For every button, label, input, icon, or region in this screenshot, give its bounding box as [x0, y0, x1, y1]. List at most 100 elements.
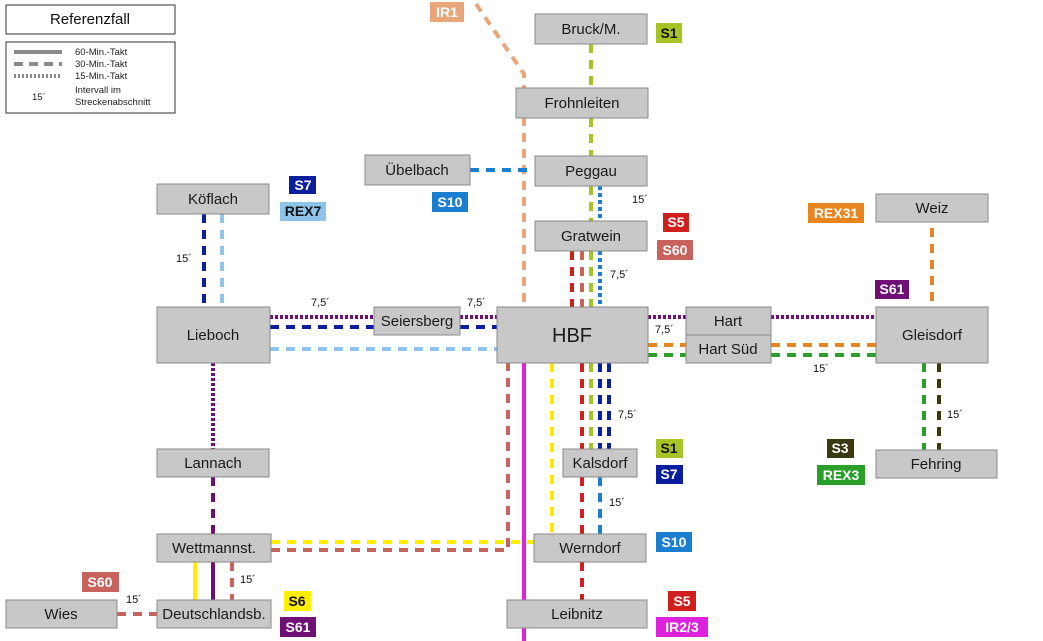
badge-s60-wies: S60: [82, 572, 119, 592]
svg-text:S7: S7: [660, 466, 677, 482]
svg-text:REX7: REX7: [285, 203, 322, 219]
title-box: Referenzfall: [5, 4, 176, 35]
svg-text:S61: S61: [286, 619, 311, 635]
interval-hart-gleisdorf: 15´: [813, 363, 829, 375]
interval-wettmannst-deutschlandsb: 15´: [240, 574, 256, 586]
badge-s61-gleisdorf: S61: [875, 280, 909, 299]
station-wettmannst: Wettmannst.: [156, 533, 272, 563]
svg-text:IR1: IR1: [436, 4, 458, 20]
badge-s60-gratwein: S60: [657, 240, 693, 260]
interval-peggau-gratwein: 15´: [632, 194, 648, 206]
svg-text:S7: S7: [294, 177, 311, 193]
svg-text:Gleisdorf: Gleisdorf: [902, 327, 963, 344]
badge-s3: S3: [827, 439, 854, 458]
svg-text:S5: S5: [667, 214, 684, 230]
badge-s7-koeflach: S7: [289, 176, 316, 194]
svg-text:REX3: REX3: [823, 467, 860, 483]
legend-15-min-label: 15-Min.-Takt: [75, 71, 128, 82]
svg-text:Leibnitz: Leibnitz: [551, 606, 603, 623]
station-deutschlandsb: Deutschlandsb.: [156, 599, 272, 629]
legend-interval-label-2: Streckenabschnitt: [75, 97, 151, 108]
interval-hbf-kalsdorf: 7,5´: [618, 409, 637, 421]
svg-text:Weiz: Weiz: [915, 200, 948, 217]
station-lieboch: Lieboch: [156, 306, 271, 364]
svg-text:Peggau: Peggau: [565, 163, 617, 180]
interval-wies-deutschlandsb: 15´: [126, 594, 142, 606]
interval-gleisdorf-fehring: 15´: [947, 409, 963, 421]
svg-text:Gratwein: Gratwein: [561, 228, 621, 245]
legend-30-min-label: 30-Min.-Takt: [75, 59, 128, 70]
legend: 60-Min.-Takt 30-Min.-Takt 15-Min.-Takt 1…: [5, 41, 176, 114]
svg-text:Werndorf: Werndorf: [559, 540, 621, 557]
svg-text:S1: S1: [660, 25, 677, 41]
diagram-title: Referenzfall: [50, 11, 130, 28]
svg-text:S60: S60: [88, 574, 113, 590]
station-weiz: Weiz: [875, 193, 989, 223]
interval-kalsdorf-werndorf: 15´: [609, 497, 625, 509]
svg-text:S10: S10: [662, 534, 687, 550]
svg-text:S6: S6: [288, 593, 305, 609]
svg-text:Fehring: Fehring: [911, 456, 962, 473]
badge-s61-deutschlandsb: S61: [280, 617, 316, 637]
svg-text:Lannach: Lannach: [184, 455, 242, 472]
station-leibnitz: Leibnitz: [506, 599, 648, 629]
line-s60-wettmannst-track: [271, 363, 510, 552]
svg-text:S1: S1: [660, 440, 677, 456]
station-frohnleiten: Frohnleiten: [515, 87, 649, 119]
badge-s1-kalsdorf: S1: [656, 439, 683, 458]
station-bruck: Bruck/M.: [534, 13, 648, 45]
station-gratwein: Gratwein: [534, 220, 648, 252]
station-lannach: Lannach: [156, 448, 270, 478]
station-uebelbach: Übelbach: [364, 154, 471, 186]
svg-text:Hart Süd: Hart Süd: [698, 341, 757, 358]
station-koeflach: Köflach: [156, 183, 270, 215]
station-seiersberg: Seiersberg: [373, 306, 461, 336]
legend-interval-sample: 15´: [32, 92, 46, 103]
svg-text:Übelbach: Übelbach: [385, 161, 448, 179]
svg-text:Hart: Hart: [714, 313, 743, 330]
svg-text:Wettmannst.: Wettmannst.: [172, 540, 256, 557]
badge-s6: S6: [284, 591, 311, 611]
svg-text:Frohnleiten: Frohnleiten: [544, 95, 619, 112]
svg-text:Wies: Wies: [44, 606, 77, 623]
station-peggau: Peggau: [534, 155, 648, 187]
badge-s5-leibnitz: S5: [668, 591, 696, 611]
badge-s1-north: S1: [656, 23, 682, 43]
badge-s7-kalsdorf: S7: [656, 465, 683, 484]
svg-text:REX31: REX31: [814, 205, 859, 221]
svg-text:Deutschlandsb.: Deutschlandsb.: [162, 606, 265, 623]
interval-seiersberg-hbf: 7,5´: [467, 297, 486, 309]
station-fehring: Fehring: [875, 449, 998, 479]
svg-text:Köflach: Köflach: [188, 191, 238, 208]
svg-text:Lieboch: Lieboch: [187, 327, 240, 344]
badge-rex7: REX7: [280, 202, 326, 221]
svg-text:HBF: HBF: [552, 325, 592, 347]
legend-60-min-label: 60-Min.-Takt: [75, 47, 128, 58]
svg-text:Bruck/M.: Bruck/M.: [561, 21, 620, 38]
legend-interval-label-1: Intervall im: [75, 85, 121, 96]
station-kalsdorf: Kalsdorf: [562, 448, 638, 478]
line-ir1-track: [474, 2, 526, 307]
badge-rex31: REX31: [808, 203, 864, 223]
track-lines: [117, 2, 941, 641]
svg-text:S60: S60: [663, 242, 688, 258]
badge-ir1: IR1: [430, 2, 464, 22]
interval-hbf-hart: 7,5´: [655, 324, 674, 336]
svg-text:S61: S61: [880, 281, 905, 297]
station-hart: Hart: [685, 306, 772, 336]
badge-ir23: IR2/3: [656, 617, 708, 637]
interval-gratwein-hbf: 7,5´: [610, 269, 629, 281]
svg-text:Seiersberg: Seiersberg: [381, 313, 454, 330]
interval-koeflach-lieboch: 15´: [176, 253, 192, 265]
badge-s10-uebelbach: S10: [432, 192, 468, 212]
station-hbf: HBF: [496, 306, 649, 364]
svg-text:S10: S10: [438, 194, 463, 210]
station-gleisdorf: Gleisdorf: [875, 306, 989, 364]
svg-text:IR2/3: IR2/3: [665, 619, 699, 635]
station-wies: Wies: [5, 599, 118, 629]
svg-text:S3: S3: [831, 440, 848, 456]
badge-rex3: REX3: [817, 465, 865, 485]
svg-text:S5: S5: [673, 593, 690, 609]
svg-text:Kalsdorf: Kalsdorf: [572, 455, 628, 472]
